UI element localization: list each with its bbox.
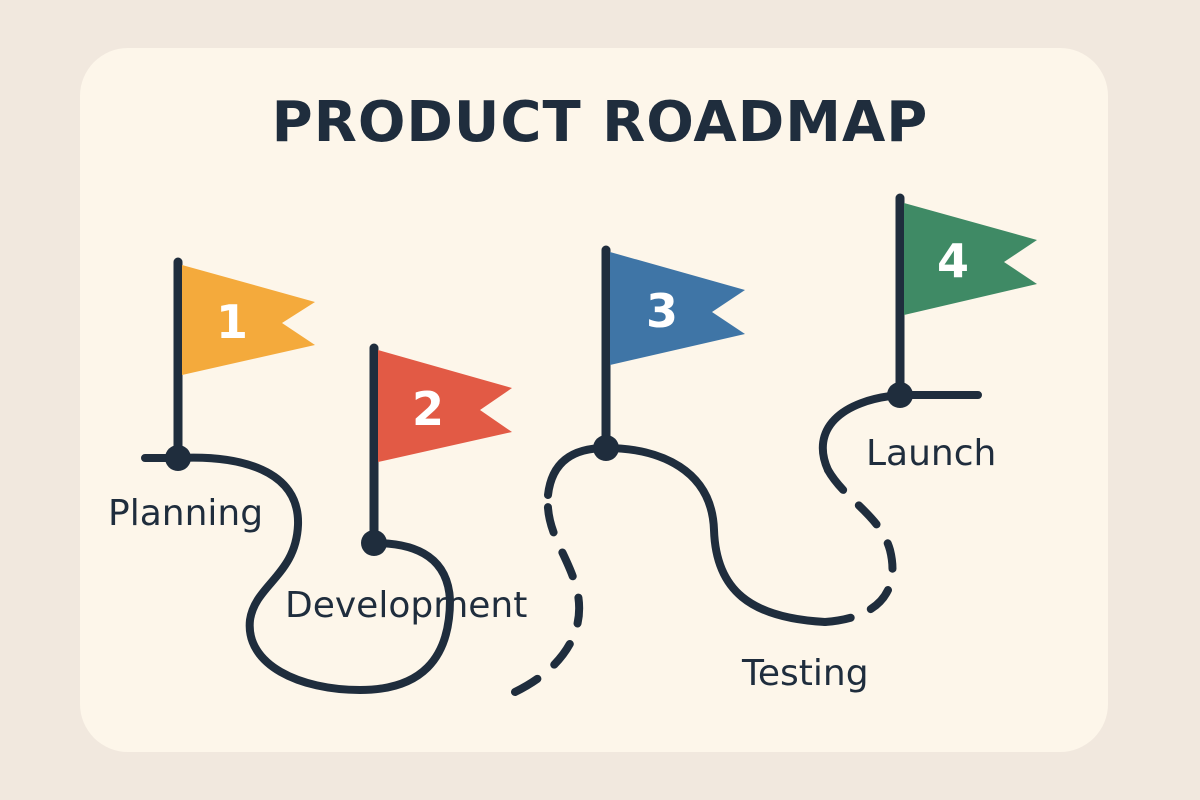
flag-icon: [182, 265, 315, 375]
road-segment-planning: [141, 453, 455, 695]
milestone-label: Development: [285, 585, 527, 626]
milestone-label: Launch: [866, 433, 996, 474]
milestone-label: Planning: [108, 493, 263, 534]
milestone-number: 4: [937, 234, 969, 288]
milestone-dot: [593, 435, 619, 461]
milestone-number: 1: [216, 295, 248, 349]
road-segment-launch-dashed: [821, 466, 897, 626]
milestone-3: 3 Testing: [593, 245, 869, 694]
flag-icon: [378, 350, 512, 462]
milestone-1: 1 Planning: [108, 257, 315, 534]
page-title: PRODUCT ROADMAP: [271, 90, 929, 155]
milestone-dot: [887, 382, 913, 408]
milestone-number: 3: [646, 284, 678, 338]
road-segment-testing-dashed: [511, 491, 584, 696]
flag-icon: [904, 203, 1037, 315]
milestone-number: 2: [412, 382, 444, 436]
road-path: [141, 391, 982, 696]
milestone-dot: [165, 445, 191, 471]
milestone-2: 2 Development: [285, 343, 527, 626]
road-segment-testing: [544, 443, 829, 626]
milestone-dot: [361, 530, 387, 556]
flag-icon: [610, 252, 745, 365]
milestone-4: 4 Launch: [866, 193, 1037, 474]
milestone-label: Testing: [741, 653, 869, 694]
